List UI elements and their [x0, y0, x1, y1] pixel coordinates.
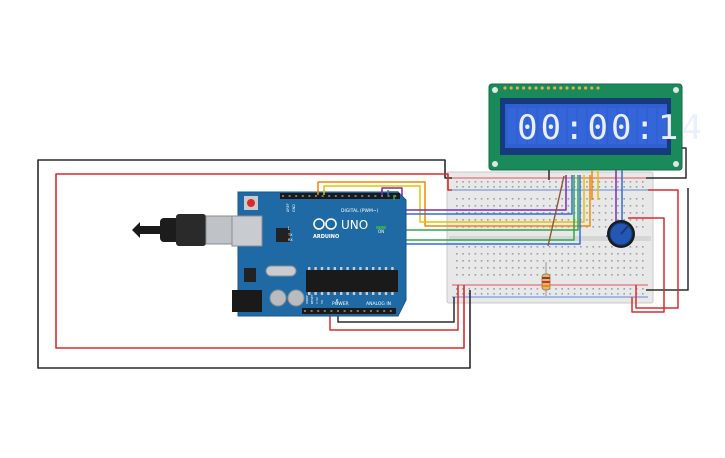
arduino-logo: [313, 218, 337, 230]
wire-brown: [547, 175, 565, 247]
resistor: [541, 262, 551, 296]
wire-black-outer: [37, 159, 471, 369]
wire-black-right-low: [646, 188, 689, 291]
wire-red-right: [635, 189, 679, 309]
digital-header[interactable]: [280, 193, 400, 199]
wire-black-right: [646, 147, 687, 179]
analog-label: ANALOG IN: [366, 301, 391, 307]
gnd-label: GND: [292, 204, 296, 212]
rx-label: RX: [288, 238, 293, 242]
potentiometer[interactable]: [607, 220, 635, 248]
digital-label: DIGITAL (PWM~): [341, 208, 379, 214]
lcd-display-text: 00:00:14: [517, 108, 705, 148]
usb-cable: [132, 214, 243, 246]
wire-red-5v: [329, 285, 459, 331]
tx-label: TX: [287, 233, 293, 237]
l-label: L: [288, 226, 291, 231]
wire-red-outer: [55, 173, 465, 349]
v5-label: 5V: [320, 299, 324, 304]
on-label: ON: [378, 229, 384, 234]
wire-orange-d12: [317, 175, 591, 227]
chip-legs: [308, 267, 394, 295]
wire-yellow-d11: [323, 175, 585, 223]
arduino-board[interactable]: UNO ARDUINO DIGITAL (PWM~) POWER ANALOG …: [231, 191, 407, 317]
v33-label: 3.3V: [315, 296, 319, 304]
ioref-label: IOREF: [305, 295, 309, 304]
power-label: POWER: [332, 301, 349, 307]
lcd-character-cells: [508, 108, 667, 144]
lcd-module: 00:00:14: [488, 83, 705, 171]
lcd-header-pins: [503, 86, 600, 90]
header-pins: [282, 195, 397, 312]
wires-top: [317, 190, 395, 200]
vin-label: VIN: [335, 299, 339, 304]
wire-red-pot: [628, 217, 665, 313]
uno-logo-text: UNO: [341, 218, 368, 232]
wire-black-gnd: [337, 297, 455, 323]
aref-label: AREF: [286, 203, 290, 212]
arduino-brand-text: ARDUINO: [313, 234, 339, 240]
reset-label: RESET: [310, 294, 314, 304]
power-analog-header[interactable]: [302, 308, 396, 314]
